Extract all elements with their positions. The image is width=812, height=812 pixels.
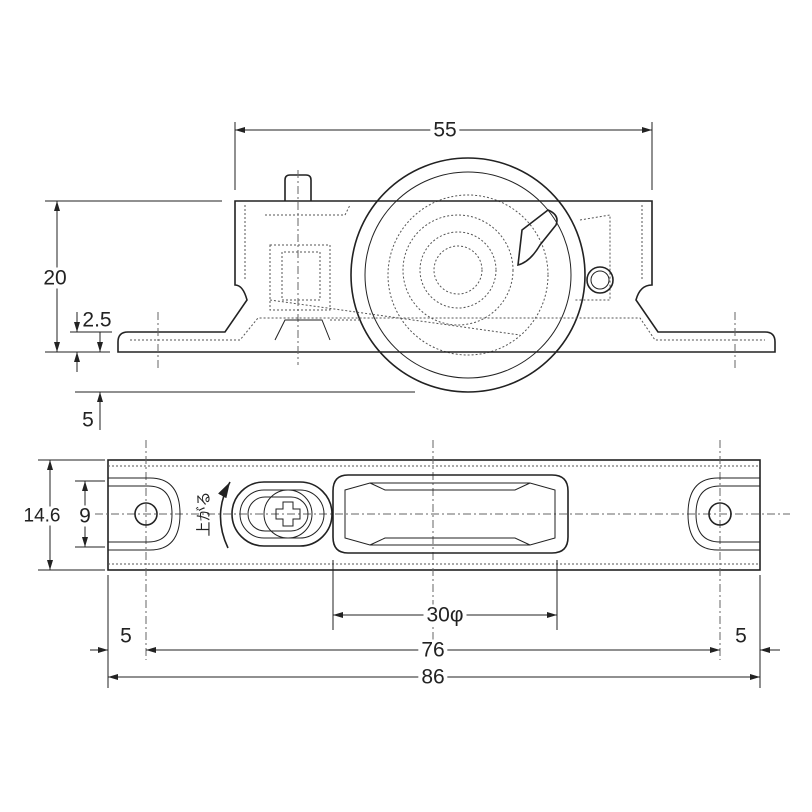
dim-height: 20 [40, 267, 70, 289]
side-view [45, 122, 776, 430]
side-hole [586, 266, 614, 294]
phillips-icon [275, 501, 301, 527]
dim-slot-width: 9 [76, 505, 94, 527]
plan-view [38, 440, 790, 688]
dim-left-margin: 5 [120, 624, 132, 648]
dim-right-margin: 5 [735, 624, 747, 648]
dim-flange-thickness: 2.5 [82, 308, 112, 332]
dim-overall-length: 86 [418, 666, 448, 688]
adjust-slot [231, 481, 333, 547]
dim-base-width: 14.6 [20, 506, 64, 526]
dim-wheel-diameter: 30φ [423, 604, 467, 626]
lever [517, 209, 558, 267]
dim-wheel-protrusion: 5 [82, 408, 94, 432]
mount-hole-right [708, 502, 732, 526]
dim-top-width: 55 [430, 119, 460, 141]
base-plate [107, 459, 761, 571]
adjust-direction-label: 上がる [194, 491, 213, 537]
wheel-inner [364, 171, 572, 379]
rotate-arrow-icon [217, 481, 231, 549]
mount-hole-left [134, 502, 158, 526]
body-outline [117, 200, 776, 353]
adjust-screw [263, 489, 313, 539]
dim-hole-pitch: 76 [418, 639, 448, 661]
wheel-slot [332, 474, 569, 554]
wheel-outer [350, 157, 586, 393]
